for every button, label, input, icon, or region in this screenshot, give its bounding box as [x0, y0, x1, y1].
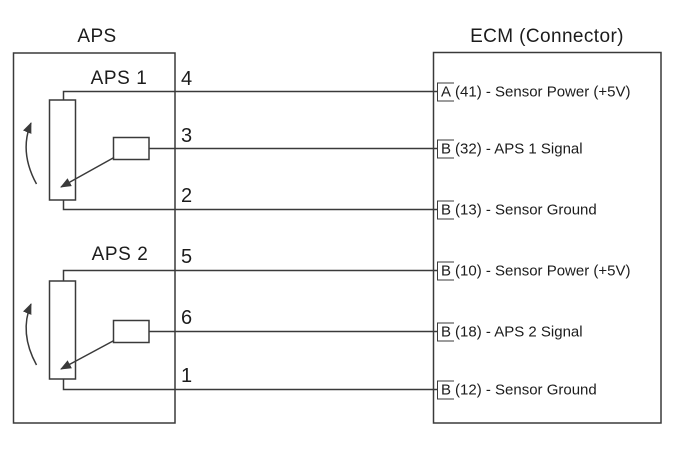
sensor-label-aps2: APS 2	[91, 244, 149, 265]
pin-description: (41) - Sensor Power (+5V)	[455, 83, 631, 100]
ecm-box-title: ECM (Connector)	[470, 26, 624, 47]
ecm-pin-label: B (32) - APS 1 Signal	[437, 139, 583, 158]
wiper-2-box	[112, 319, 150, 344]
pin-description: (18) - APS 2 Signal	[455, 323, 583, 340]
wire-number: 3	[181, 125, 193, 147]
wiper-2-arrow-icon	[60, 339, 115, 370]
wire-5-line	[62, 269, 437, 281]
potentiometer-1-body	[48, 99, 77, 201]
pin-terminal-bracket: B	[437, 261, 455, 280]
rotation-2-arrow-icon	[23, 303, 38, 366]
wire-number: 4	[181, 68, 193, 90]
pin-description: (13) - Sensor Ground	[455, 201, 597, 218]
pin-terminal-bracket: B	[437, 322, 455, 341]
wire-number: 6	[181, 307, 193, 329]
sensor-label-aps1: APS 1	[90, 68, 148, 89]
pin-terminal-bracket: B	[437, 200, 455, 219]
pin-terminal-bracket: A	[437, 82, 455, 101]
wire-number: 1	[181, 365, 193, 387]
potentiometer-2-body	[48, 280, 77, 380]
ecm-pin-label: B (13) - Sensor Ground	[437, 200, 597, 219]
ecm-pin-label: B (18) - APS 2 Signal	[437, 322, 583, 341]
wire-2-line	[62, 200, 437, 211]
pin-terminal-bracket: B	[437, 380, 455, 399]
wiper-1-box	[112, 136, 150, 161]
wire-1-line	[62, 379, 437, 391]
ecm-pin-label: B (12) - Sensor Ground	[437, 380, 597, 399]
aps-box-outline	[12, 52, 176, 424]
pin-terminal-bracket: B	[437, 139, 455, 158]
ecm-pin-label: A (41) - Sensor Power (+5V)	[437, 82, 631, 101]
wire-number: 2	[181, 185, 193, 207]
wiper-1-arrow-icon	[60, 156, 115, 188]
pin-description: (10) - Sensor Power (+5V)	[455, 262, 631, 279]
wire-number: 5	[181, 246, 193, 268]
rotation-1-arrow-icon	[23, 122, 38, 185]
aps-box-title: APS	[77, 26, 117, 47]
wire-4-line	[62, 90, 437, 100]
ecm-pin-label: B (10) - Sensor Power (+5V)	[437, 261, 631, 280]
pin-description: (12) - Sensor Ground	[455, 381, 597, 398]
pin-description: (32) - APS 1 Signal	[455, 140, 583, 157]
ecm-box-outline	[432, 51, 662, 424]
